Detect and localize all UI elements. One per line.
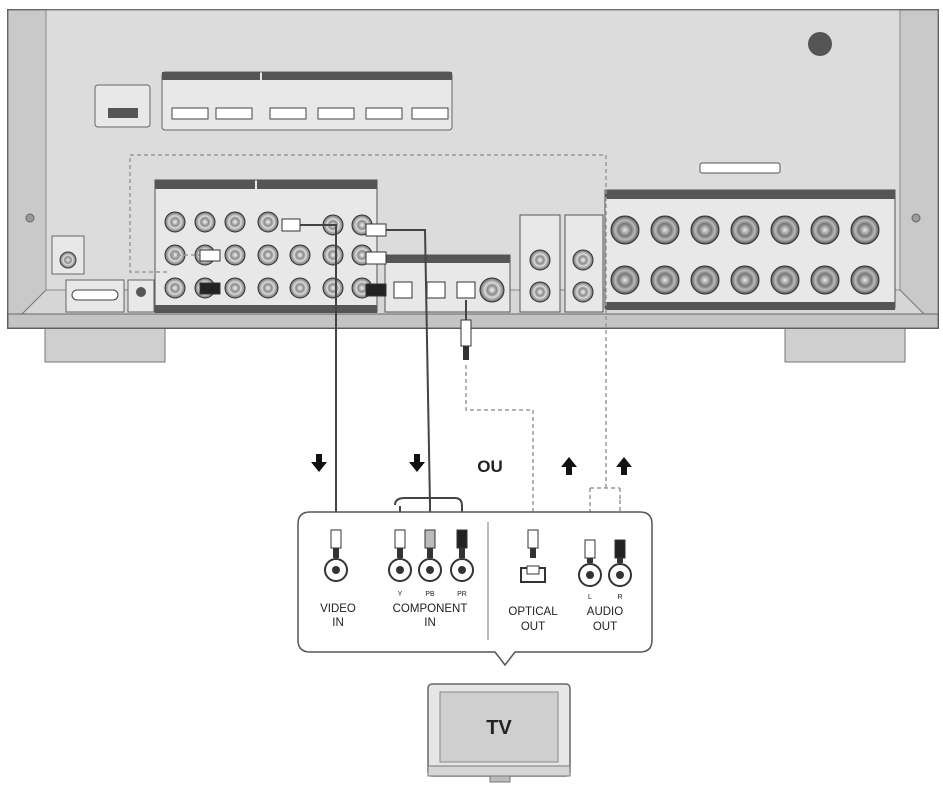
speaker-posts bbox=[610, 215, 880, 295]
hdmi-out-block bbox=[94, 84, 151, 128]
component-y-label: Y bbox=[398, 591, 403, 598]
screw bbox=[25, 213, 35, 223]
optical-out-label-line2: OUT bbox=[521, 621, 545, 633]
video-in-connector bbox=[324, 529, 348, 582]
block-header bbox=[605, 190, 895, 199]
component-in-connectors bbox=[388, 529, 474, 582]
audio-out-label-line2: OUT bbox=[593, 621, 617, 633]
audio-left-label: L bbox=[588, 594, 592, 601]
tv-illustration: TV bbox=[427, 683, 571, 783]
hdmi-header bbox=[162, 72, 260, 80]
block-header bbox=[155, 180, 255, 189]
block-footer bbox=[155, 305, 377, 313]
optical-ports bbox=[393, 281, 476, 299]
ipod-port bbox=[71, 289, 119, 301]
or-separator-label: OU bbox=[477, 457, 503, 476]
receiver-cable-hole bbox=[808, 32, 832, 56]
arrow-down-icon bbox=[409, 454, 425, 472]
av-receiver bbox=[7, 9, 939, 363]
audio-right-label: R bbox=[617, 594, 622, 601]
fm-antenna-jack bbox=[59, 251, 77, 269]
receiver-base-strip bbox=[7, 313, 939, 329]
tv-screen bbox=[439, 691, 559, 763]
rca-plugs bbox=[199, 218, 472, 360]
tv-connection-panel: VIDEO IN Y PB PR COMPONENT IN OPTICAL OU… bbox=[297, 511, 653, 667]
speaker-impedance-tag bbox=[699, 162, 781, 174]
video-in-label-line2: IN bbox=[332, 617, 344, 629]
component-pb-label: PB bbox=[425, 591, 435, 598]
component-in-label-line1: COMPONENT bbox=[393, 603, 468, 615]
receiver-side-left bbox=[7, 9, 47, 330]
screw bbox=[911, 213, 921, 223]
hdmi-port bbox=[108, 108, 138, 118]
component-pr-label: PR bbox=[457, 591, 467, 598]
optical-out-label-line1: OPTICAL bbox=[508, 606, 558, 618]
setup-mic-jack bbox=[136, 287, 146, 297]
hdmi-ports bbox=[171, 107, 449, 120]
signal-arrows bbox=[311, 454, 632, 475]
arrow-up-icon bbox=[616, 457, 632, 475]
block-header bbox=[257, 180, 377, 189]
block-footer bbox=[605, 302, 895, 310]
tv-label: TV bbox=[486, 717, 512, 739]
audio-out-connectors bbox=[578, 539, 632, 587]
component-in-label-line2: IN bbox=[424, 617, 436, 629]
receiver-side-right bbox=[899, 9, 939, 330]
arrow-down-icon bbox=[311, 454, 327, 472]
hdmi-header bbox=[262, 72, 452, 80]
component-cable bbox=[380, 229, 431, 506]
block-header bbox=[385, 255, 510, 263]
optical-out-connector bbox=[520, 529, 546, 583]
panel-outline bbox=[297, 511, 653, 667]
tv-stand bbox=[489, 775, 511, 783]
arrow-up-icon bbox=[561, 457, 577, 475]
tv-bottom-bezel bbox=[427, 765, 571, 777]
component-fanout bbox=[394, 497, 463, 507]
hdmi-in-block bbox=[161, 71, 453, 131]
video-cable bbox=[300, 224, 337, 530]
video-in-label-line1: VIDEO bbox=[320, 603, 356, 615]
audio-out-label-line1: AUDIO bbox=[587, 606, 623, 618]
